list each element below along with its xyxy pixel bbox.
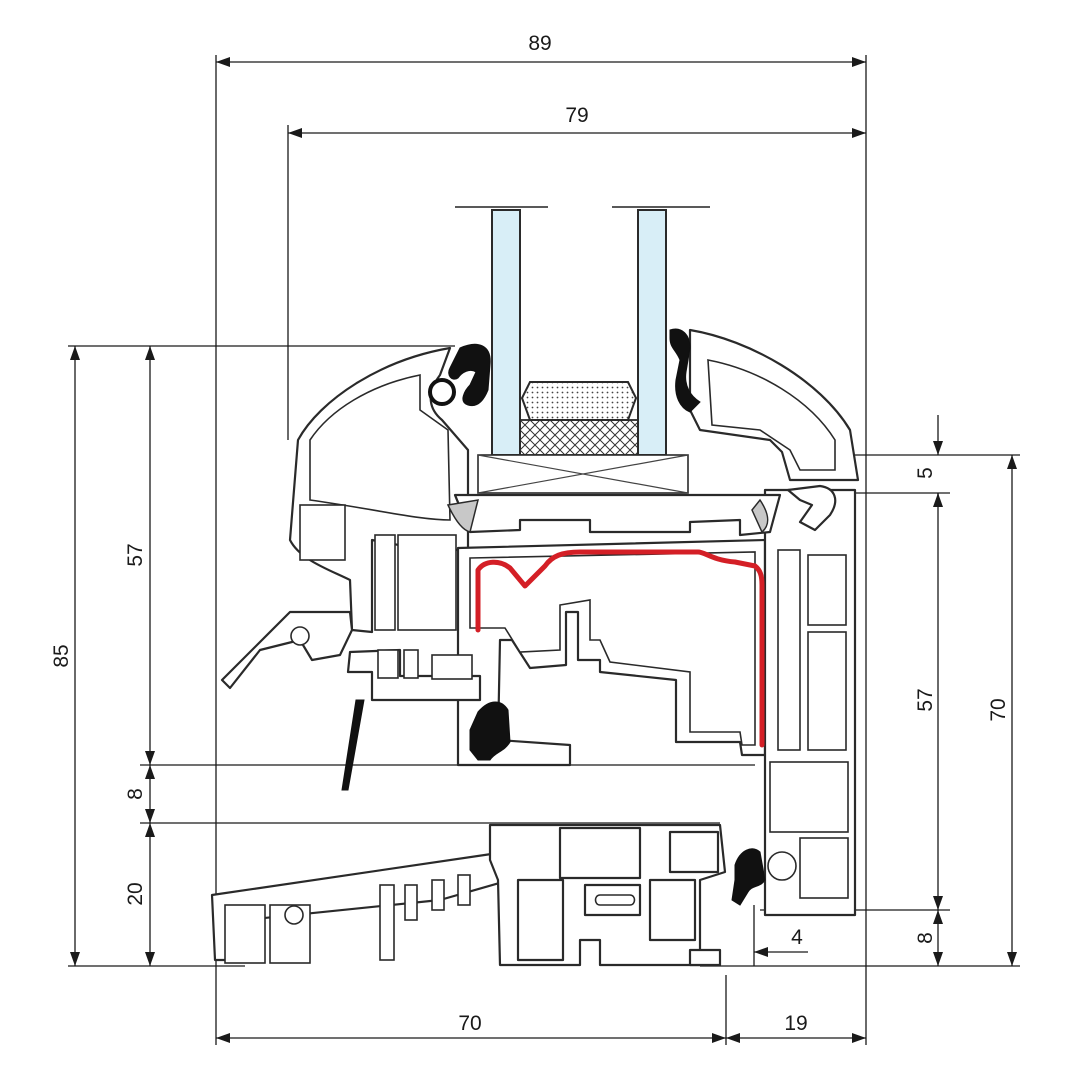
- spacer-seal: [519, 419, 639, 456]
- dim-bottom-overhang: 19: [784, 1012, 807, 1035]
- dim-left-sill: 20: [124, 882, 147, 905]
- spacer-bar: [520, 381, 638, 421]
- dim-left-height-sash: 57: [124, 543, 147, 566]
- dim-overall-width: 89: [528, 32, 551, 55]
- dim-bottom-frame-width: 70: [458, 1012, 481, 1035]
- frame-sill-profile: [210, 823, 727, 967]
- steel-reinforcement: [475, 549, 765, 748]
- dimension-lines: [68, 55, 1020, 1045]
- glazing-unit: [455, 206, 710, 494]
- gaskets: [428, 328, 766, 906]
- dim-left-height-total: 85: [50, 644, 73, 667]
- dimension-labels: 89 79 70 19 4 85 57 8 20 5 57 8 70: [50, 32, 1010, 1035]
- dim-sash-width: 79: [565, 104, 588, 127]
- dim-right-height-total: 70: [987, 698, 1010, 721]
- dim-left-gap: 8: [124, 788, 147, 800]
- sash-profile: [288, 328, 860, 917]
- dim-right-height-sash: 57: [914, 688, 937, 711]
- weather-drip: [220, 610, 482, 791]
- dim-right-top: 5: [914, 467, 937, 479]
- glass-pane-inner: [637, 209, 667, 456]
- dim-right-bottom: 8: [914, 932, 937, 944]
- glass-pane-outer: [491, 209, 521, 456]
- dim-right-offset: 4: [791, 926, 803, 949]
